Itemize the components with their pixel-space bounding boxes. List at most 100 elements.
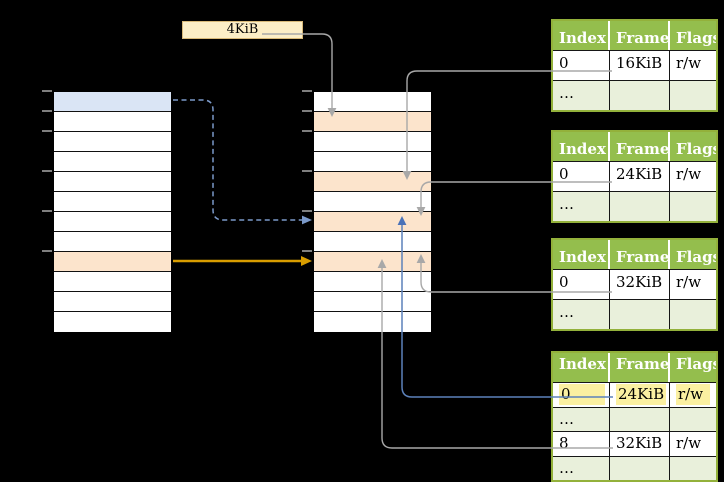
- table-cell: …: [553, 407, 610, 431]
- virtual-memory-row-1: [54, 112, 171, 132]
- virtual-memory-row-7: [54, 232, 171, 252]
- virtual-memory-tick-2: [42, 130, 52, 132]
- virtual-memory-tick-8: [42, 250, 52, 252]
- arrowhead-virtual-page8-icon: [301, 256, 312, 266]
- physical-memory-row-5: [314, 192, 431, 212]
- virtual-memory-row-8: [54, 252, 171, 272]
- column-header-frame: Frame: [610, 21, 670, 50]
- physical-memory-tick-2: [302, 130, 312, 132]
- column-header-flags: Flags: [676, 29, 716, 47]
- physical-memory-row-1: [314, 112, 431, 132]
- table-cell: 0: [553, 162, 610, 191]
- physical-memory-tick-8: [302, 250, 312, 252]
- physical-memory-row-7: [314, 232, 431, 252]
- table-cell: …: [553, 192, 610, 221]
- column-header-flags: Flags: [676, 355, 716, 373]
- physical-memory-tick-6: [302, 210, 312, 212]
- table-cell: [610, 300, 670, 329]
- physical-memory-row-6: [314, 212, 431, 232]
- column-header-frame: Frame: [610, 353, 670, 382]
- physical-memory-row-0: [314, 92, 431, 112]
- highlighted-cell-value: 24KiB: [616, 384, 667, 405]
- virtual-memory-row-10: [54, 292, 171, 312]
- table-cell: …: [553, 300, 610, 329]
- table-cell: …: [553, 81, 610, 110]
- table-cell: r/w: [676, 165, 702, 183]
- table-row: …: [553, 299, 716, 329]
- virtual-memory-row-6: [54, 212, 171, 232]
- table-cell: 0: [553, 270, 610, 299]
- column-header-index: Index: [553, 353, 610, 382]
- physical-memory-tick-0: [302, 90, 312, 92]
- column-header-flags: Flags: [676, 248, 716, 266]
- virtual-memory-tick-6: [42, 210, 52, 212]
- table-cell: 32KiB: [610, 270, 670, 299]
- physical-memory-tick-4: [302, 170, 312, 172]
- table-cell: 16KiB: [610, 51, 670, 80]
- highlighted-cell-value: r/w: [676, 384, 710, 405]
- virtual-memory-row-0: [54, 92, 171, 112]
- table-cell: r/w: [676, 54, 702, 72]
- table-cell: 32KiB: [610, 432, 670, 456]
- page-size-label: 4KiB: [226, 22, 259, 37]
- column-header-index: Index: [553, 240, 610, 269]
- virtual-memory-row-2: [54, 132, 171, 152]
- column-header-index: Index: [553, 132, 610, 161]
- virtual-memory-row-5: [54, 192, 171, 212]
- table-cell: 0: [553, 51, 610, 80]
- physical-memory-row-4: [314, 172, 431, 192]
- table-cell: [670, 192, 716, 221]
- table-row: 0 24KiB r/w: [553, 382, 716, 407]
- virtual-memory-tick-0: [42, 90, 52, 92]
- physical-memory-row-11: [314, 312, 431, 332]
- physical-memory-row-8: [314, 252, 431, 272]
- virtual-memory-row-3: [54, 152, 171, 172]
- physical-memory-row-2: [314, 132, 431, 152]
- physical-memory-row-3: [314, 152, 431, 172]
- table-cell: 24KiB: [610, 162, 670, 191]
- physical-memory-column: [313, 91, 432, 332]
- column-header-flags: Flags: [676, 140, 716, 158]
- virtual-memory-tick-1: [42, 110, 52, 112]
- table-cell: r/w: [676, 273, 702, 291]
- virtual-memory-tick-4: [42, 170, 52, 172]
- virtual-memory-row-11: [54, 312, 171, 332]
- table-cell: [610, 407, 670, 431]
- connector-virtual-page0-to-frame-24kib: [173, 99, 303, 221]
- table-cell: [610, 192, 670, 221]
- physical-memory-row-10: [314, 292, 431, 312]
- column-header-frame: Frame: [610, 240, 670, 269]
- table-cell: [670, 457, 716, 481]
- physical-memory-row-9: [314, 272, 431, 292]
- table-cell: [610, 456, 670, 480]
- virtual-memory-column: [53, 91, 172, 332]
- table-cell: …: [553, 456, 610, 480]
- arrowhead-virtual-page0-icon: [302, 215, 312, 225]
- table-row: …: [553, 406, 716, 431]
- page-size-label-box: 4KiB: [182, 21, 303, 39]
- virtual-memory-row-4: [54, 172, 171, 192]
- table-cell: 0: [553, 383, 610, 407]
- highlighted-cell-value: 0: [559, 384, 605, 405]
- physical-memory-tick-1: [302, 110, 312, 112]
- table-row: …: [553, 191, 716, 221]
- column-header-frame: Frame: [610, 132, 670, 161]
- table-row: …: [553, 455, 716, 481]
- column-header-index: Index: [553, 21, 610, 50]
- table-row: …: [553, 80, 716, 110]
- page-table-level2: IndexFrameFlags024KiBr/w…832KiBr/w…: [551, 351, 718, 482]
- table-cell: r/w: [676, 434, 702, 452]
- table-cell: 24KiB: [610, 383, 670, 407]
